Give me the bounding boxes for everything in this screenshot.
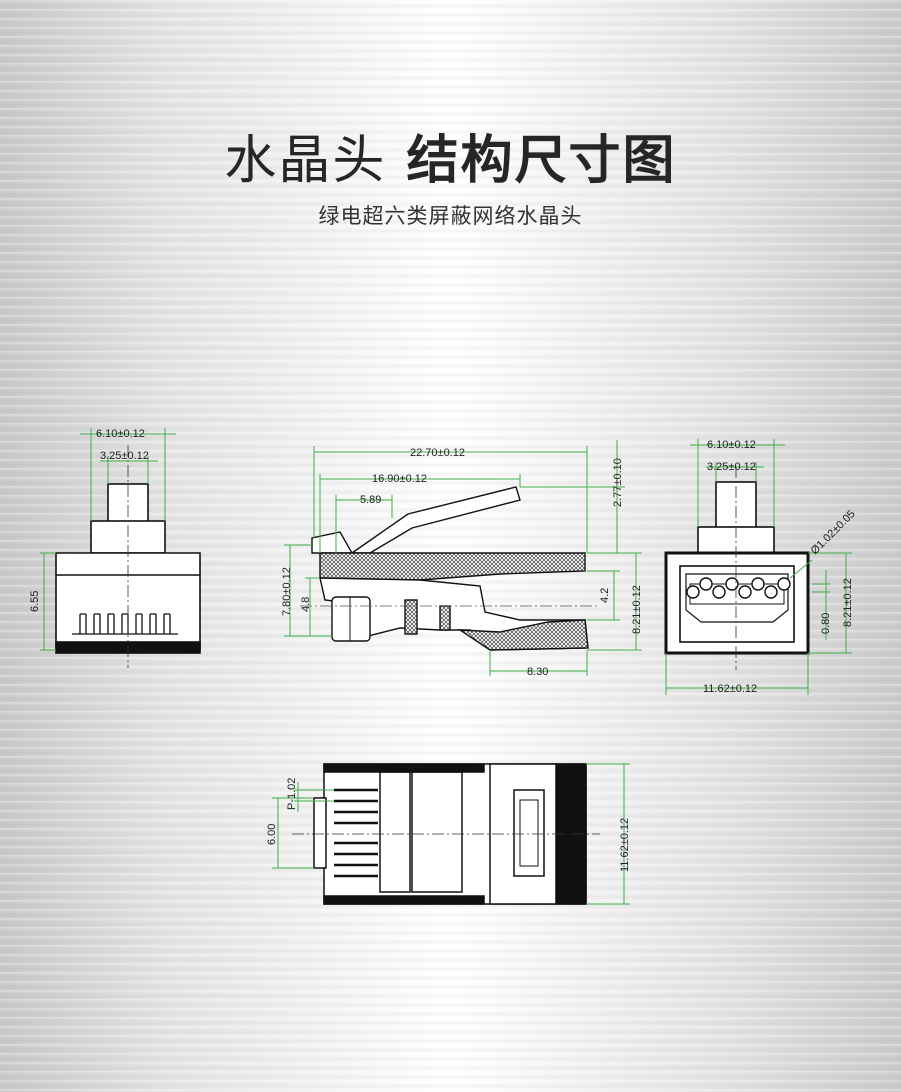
front-dimensions — [40, 428, 176, 651]
side-length-label: 22.70±0.12 — [410, 447, 465, 459]
top-band-1 — [323, 763, 485, 773]
page-title: 水晶头 结构尺寸图 — [0, 118, 901, 193]
top-front-strip — [313, 797, 327, 869]
side-housing-top — [319, 552, 586, 581]
top-dimensions — [272, 763, 630, 905]
top-contact-lines — [334, 788, 378, 878]
rear-hole-diameter-label: Ø1.02±0.05 — [809, 508, 858, 557]
rear-dimensions — [665, 439, 852, 695]
side-bottom-length-label: 8.30 — [527, 666, 548, 678]
side-latch-height-label: 2.77±0.10 — [612, 458, 624, 507]
side-dimensions — [284, 440, 642, 676]
page-subtitle: 绿电超六类屏蔽网络水晶头 — [318, 204, 583, 228]
front-view — [55, 445, 201, 668]
side-contact — [331, 596, 371, 642]
side-latch-hook — [311, 531, 354, 554]
top-pitch-label: P-1.02 — [286, 778, 298, 810]
front-contact-teeth — [72, 613, 178, 635]
top-cable-slot-inner — [519, 799, 539, 867]
title-light: 水晶头 — [224, 131, 387, 191]
side-total-height-label: 7.80±0.12 — [281, 567, 293, 616]
front-width-inner-label: 3.25±0.12 — [100, 450, 149, 462]
top-contact-span-label: 6.00 — [266, 824, 278, 845]
side-clip-2 — [439, 605, 451, 631]
rear-width-inner-label: 3.25±0.12 — [707, 461, 756, 473]
side-latch-length-label: 16.90±0.12 — [372, 473, 427, 485]
side-inner-height-label: 4.2 — [599, 588, 611, 603]
top-width-label: 11.62±0.12 — [619, 818, 631, 872]
side-view — [300, 486, 600, 651]
rear-view — [664, 481, 810, 655]
side-rear-height-label: 8.21±0.12 — [631, 585, 643, 634]
side-body-height-label: 4.8 — [300, 597, 312, 612]
front-width-outer-label: 6.10±0.12 — [96, 428, 145, 440]
top-band-2 — [323, 895, 485, 905]
rear-width-outer-label: 6.10±0.12 — [707, 439, 756, 451]
top-latch-zone — [379, 771, 411, 893]
rear-pitch-label: 0.80 — [820, 613, 832, 634]
front-height-label: 6.55 — [29, 591, 41, 612]
rear-wire-holes — [686, 577, 791, 599]
side-clip — [404, 599, 418, 635]
top-middle-block — [411, 771, 463, 893]
rear-height-label: 8.21±0.12 — [842, 578, 854, 627]
title-bold: 结构尺寸图 — [406, 131, 677, 191]
rear-width-label: 11.62±0.12 — [703, 683, 757, 695]
side-latch-short-label: 5.89 — [360, 494, 381, 506]
